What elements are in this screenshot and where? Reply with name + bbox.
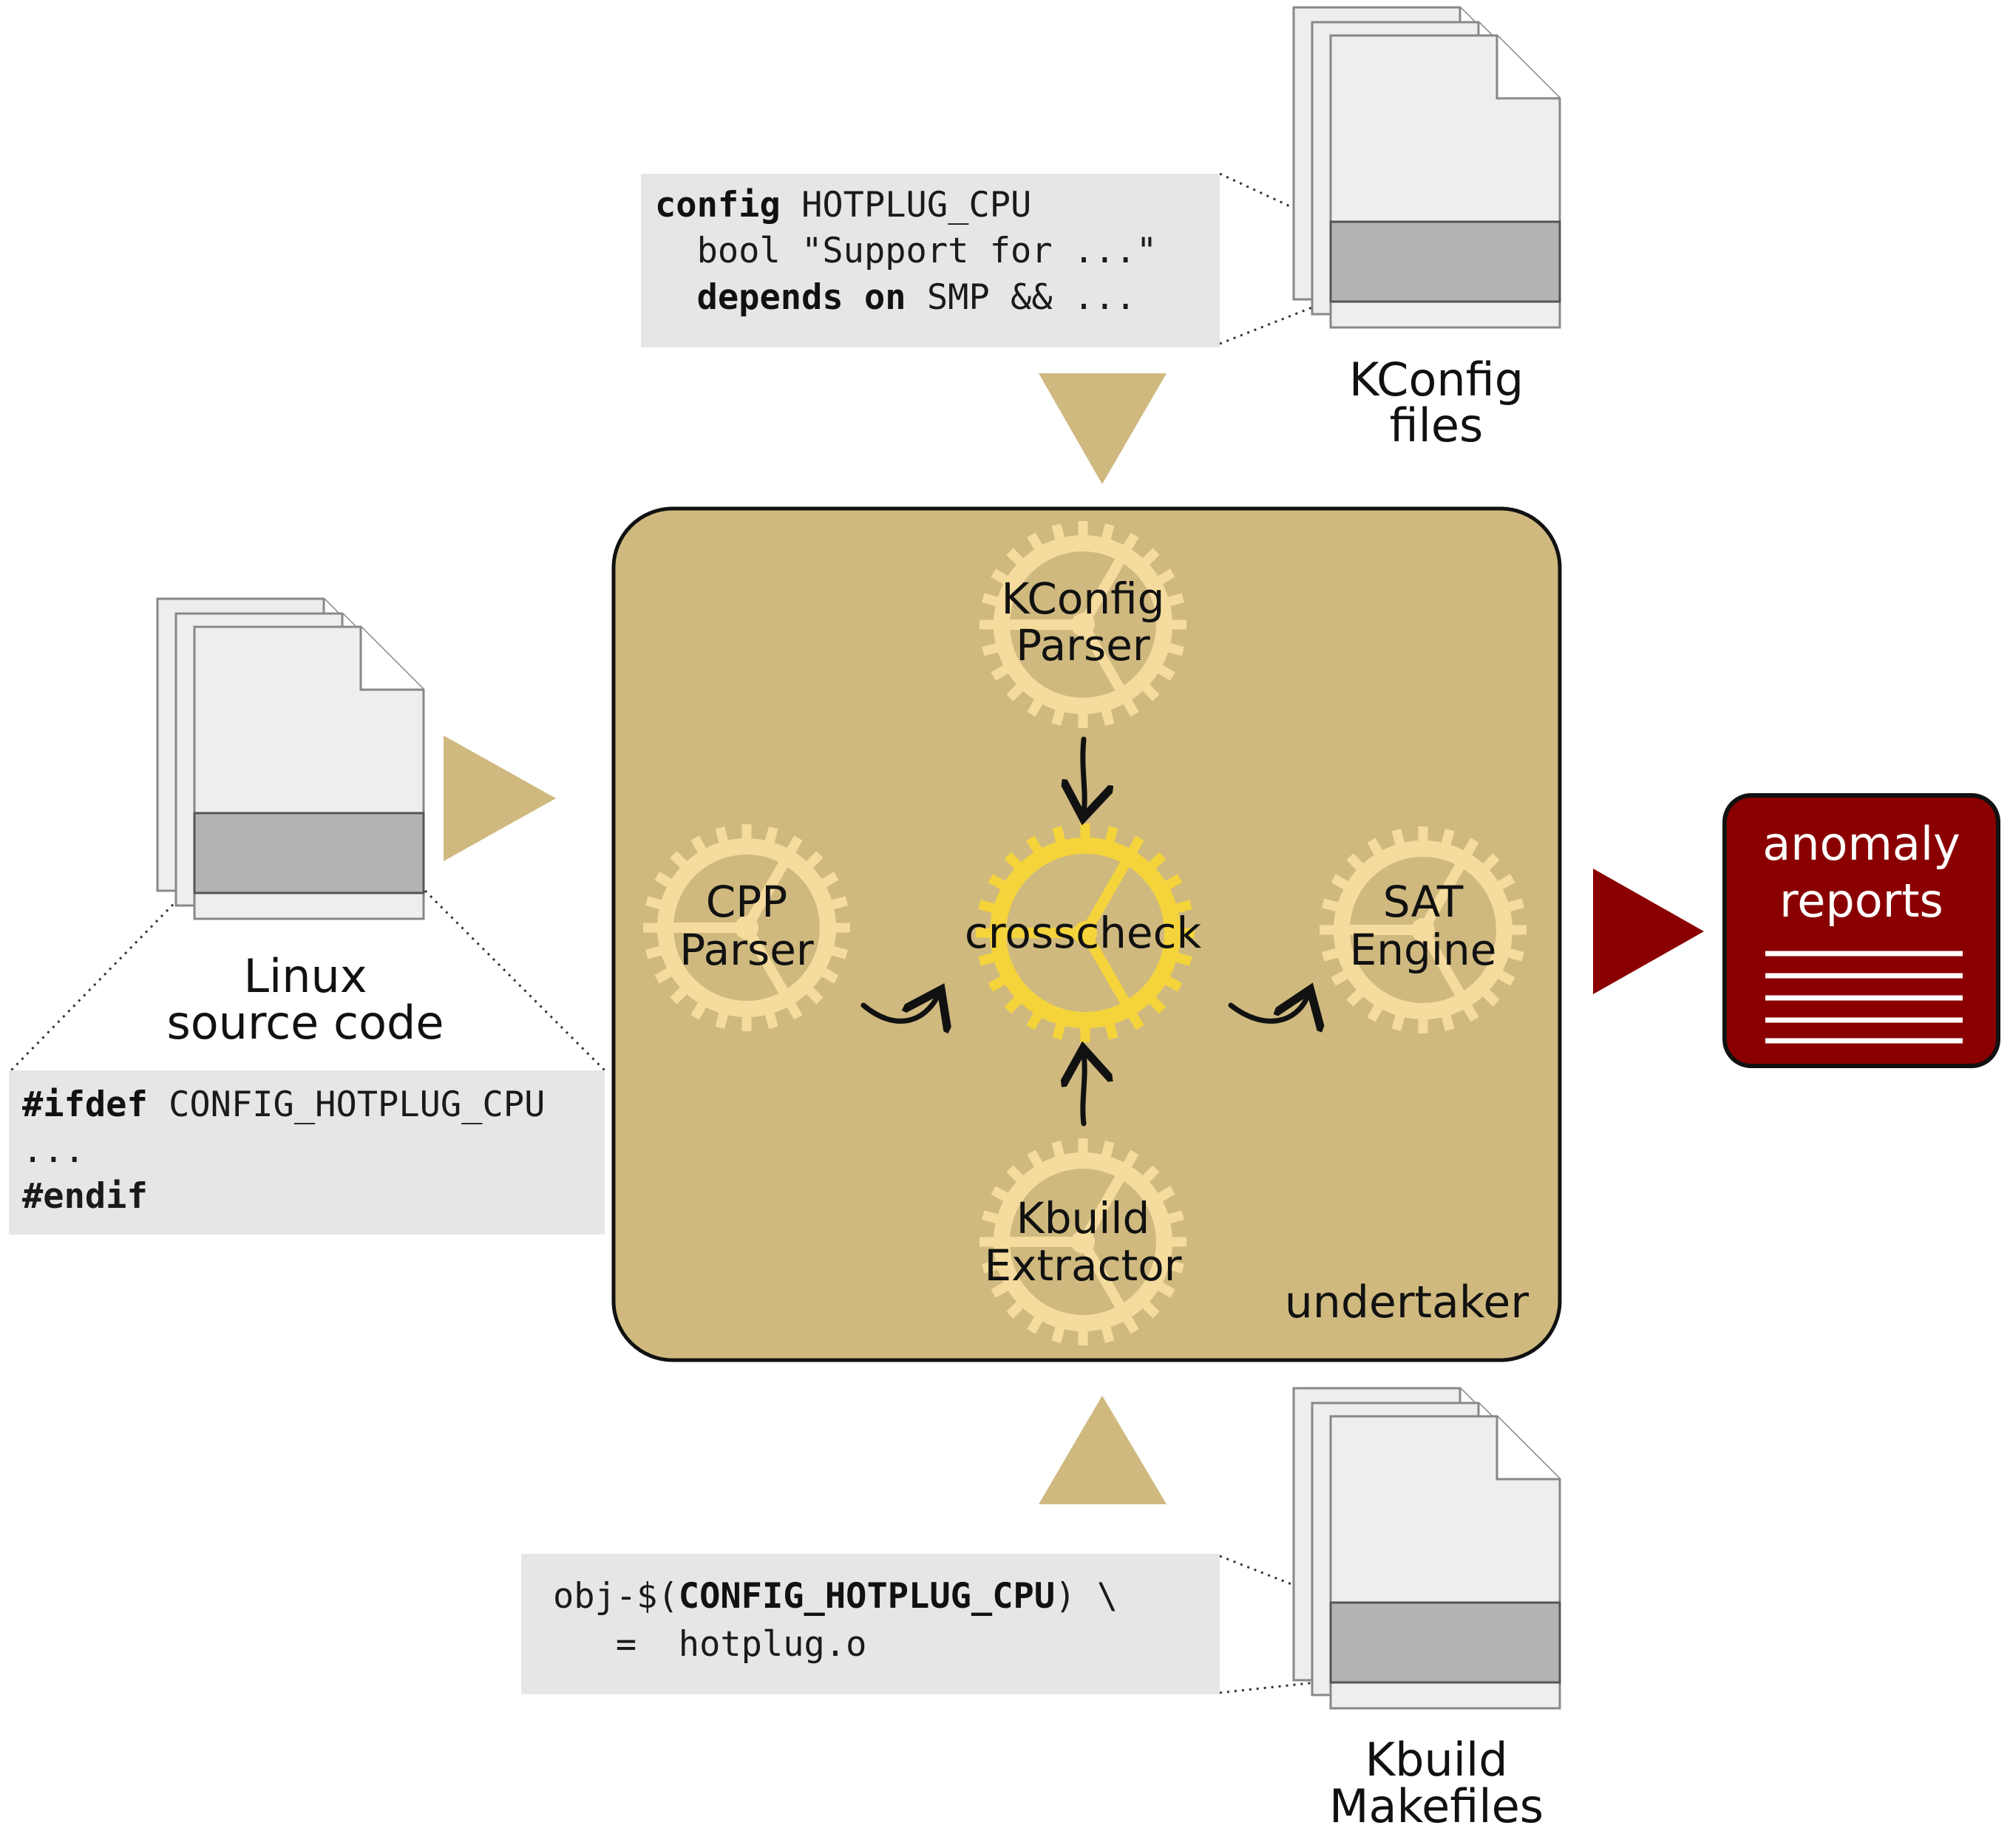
kbuild-code-snippet: obj-$(CONFIG_HOTPLUG_CPU) \ = hotplug.o xyxy=(521,1554,1220,1694)
code-line: #endif xyxy=(22,1176,148,1217)
linux-source-label-line2: source code xyxy=(166,996,444,1050)
highlight-band xyxy=(1329,220,1561,303)
kbuild-extractor-label-line2: Extractor xyxy=(984,1240,1181,1291)
undertaker-label: undertaker xyxy=(1285,1277,1529,1328)
gear-icon xyxy=(979,1138,1186,1345)
gear-rim xyxy=(994,535,1172,714)
code-line: depends on SMP && ... xyxy=(655,277,1136,318)
kbuild-makefiles-label-line2: Makefiles xyxy=(1329,1779,1544,1833)
code-line: config HOTPLUG_CPU xyxy=(655,185,1031,225)
code-background xyxy=(641,174,1220,347)
linux-source-label-line1: Linux xyxy=(243,949,367,1003)
input-arrow-right xyxy=(444,736,556,861)
kbuild-makefiles: Kbuild Makefiles xyxy=(1219,1387,1561,1833)
sat-engine-label-line1: SAT xyxy=(1383,877,1464,927)
flow-arrow xyxy=(1228,994,1308,1021)
gear-spoke xyxy=(1078,1174,1126,1245)
code-background xyxy=(9,1070,605,1234)
page-fold xyxy=(1495,1416,1560,1481)
gear-rim xyxy=(990,838,1181,1028)
gear-icon xyxy=(1320,826,1527,1033)
gear-icon xyxy=(976,823,1195,1042)
input-arrow-down xyxy=(1039,373,1167,484)
connector-line xyxy=(424,889,606,1072)
gear-rim xyxy=(657,838,836,1017)
linux-source-files: Linux source code xyxy=(10,597,606,1072)
gear-spoke xyxy=(1078,1239,1126,1310)
gear-rim xyxy=(994,1152,1172,1331)
kbuild-extractor-label-line1: Kbuild xyxy=(1016,1193,1150,1243)
output-arrow xyxy=(1593,869,1704,994)
flow-arrow xyxy=(860,994,939,1021)
gear-spoke xyxy=(741,860,790,931)
report-label-line1: anomaly xyxy=(1762,817,1960,871)
gear-spoke xyxy=(1080,930,1131,1006)
kconfig-files: KConfig files xyxy=(1219,6,1561,452)
highlight-band xyxy=(1329,1601,1561,1684)
kbuild-makefiles-label-line1: Kbuild xyxy=(1365,1733,1507,1787)
input-arrow-up xyxy=(1039,1396,1167,1504)
cpp-parser-label-line2: Parser xyxy=(679,925,814,975)
code-line: obj-$(CONFIG_HOTPLUG_CPU) \ xyxy=(553,1576,1118,1617)
gear-icon xyxy=(643,824,850,1031)
kconfig-files-label-line1: KConfig xyxy=(1349,353,1524,407)
code-line: = hotplug.o xyxy=(553,1624,866,1665)
document-stack-icon xyxy=(1292,6,1561,329)
report-label-line2: reports xyxy=(1779,874,1943,928)
document-stack-icon xyxy=(156,597,425,920)
gear-spoke xyxy=(1418,862,1466,933)
highlight-band xyxy=(193,812,425,894)
gear-rim xyxy=(1334,840,1512,1019)
code-background xyxy=(521,1554,1220,1694)
code-line: #ifdef CONFIG_HOTPLUG_CPU xyxy=(22,1084,545,1125)
connector-line xyxy=(1219,302,1324,345)
kconfig-files-label-line2: files xyxy=(1390,398,1484,452)
report-icon: anomaly reports xyxy=(1722,793,2000,1068)
cpp-parser-label-line1: CPP xyxy=(706,877,787,927)
kconfig-code-snippet: config HOTPLUG_CPU bool "Support for ...… xyxy=(641,174,1220,347)
connector-line xyxy=(1219,1680,1324,1694)
sat-engine-label-line2: Engine xyxy=(1350,925,1497,975)
kconfig-parser-label-line2: Parser xyxy=(1016,620,1150,670)
code-line: ... xyxy=(22,1130,85,1171)
gear-spoke xyxy=(1078,622,1126,693)
gear-spoke xyxy=(741,925,790,996)
code-line: bool "Support for ..." xyxy=(655,231,1157,271)
gear-icon xyxy=(979,521,1186,728)
document-stack-icon xyxy=(1292,1387,1561,1710)
gear-spoke xyxy=(1080,860,1131,936)
flow-arrow xyxy=(1083,736,1084,813)
kconfig-parser-label-line1: KConfig xyxy=(1002,574,1165,624)
flow-arrow xyxy=(1083,1053,1084,1127)
page-fold xyxy=(359,627,424,691)
gear-spoke xyxy=(1418,927,1466,998)
page-fold xyxy=(1495,35,1560,100)
gear-spoke xyxy=(1078,557,1126,628)
source-code-snippet: #ifdef CONFIG_HOTPLUG_CPU ... #endif xyxy=(9,1070,605,1234)
crosscheck-label: crosscheck xyxy=(965,908,1202,958)
